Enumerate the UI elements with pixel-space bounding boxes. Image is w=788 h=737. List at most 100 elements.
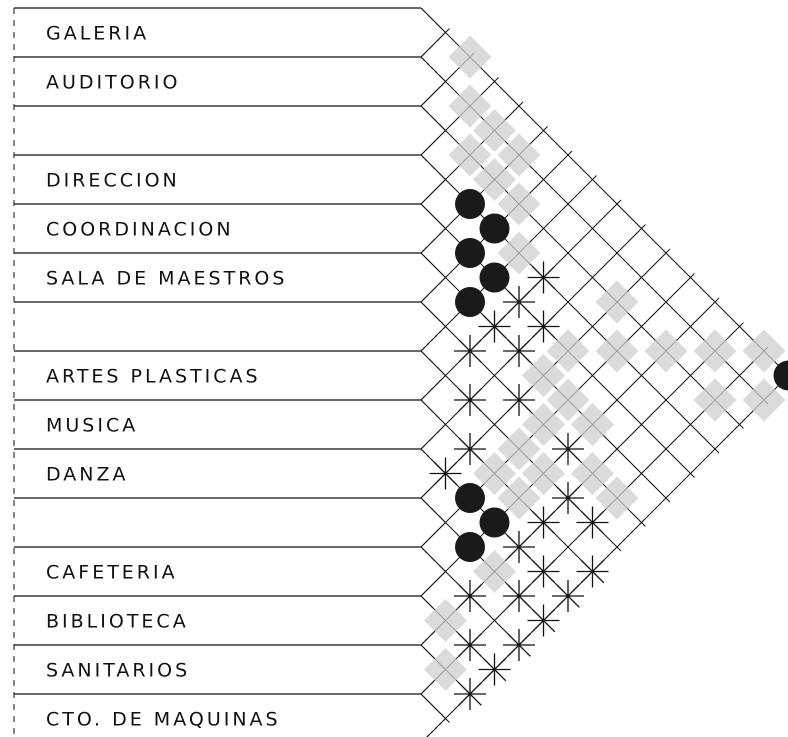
chevron-line <box>420 154 446 180</box>
row-label: AUDITORIO <box>46 72 180 94</box>
grid-line <box>445 32 788 376</box>
dot-marker <box>455 483 485 513</box>
room-labels: GALERIAAUDITORIODIRECCIONCOORDINACIONSAL… <box>13 7 421 737</box>
star-marker <box>454 433 486 465</box>
chevron-line <box>420 424 446 450</box>
chevron-line <box>420 350 446 376</box>
row-label: BIBLIOTECA <box>46 611 189 633</box>
shaded-cell <box>473 109 516 152</box>
star-marker <box>552 433 584 465</box>
chevron-line <box>420 228 446 254</box>
chevron-line <box>420 497 446 523</box>
chevron-line <box>420 32 446 58</box>
chevron-line <box>420 571 446 597</box>
shaded-cell <box>497 476 541 520</box>
chevron-line <box>420 56 446 82</box>
chevron-line <box>420 301 446 327</box>
row-label: CTO. DE MAQUINAS <box>46 709 281 731</box>
shaded-cell <box>546 378 590 422</box>
dot-marker <box>455 532 485 562</box>
shaded-cells <box>424 35 786 691</box>
star-marker <box>527 604 560 637</box>
grid-line <box>445 28 450 33</box>
row-label: DANZA <box>46 464 129 486</box>
star-marker <box>552 580 584 612</box>
shaded-cell <box>571 403 614 446</box>
shaded-cell <box>693 329 737 373</box>
shaded-cell <box>522 403 565 446</box>
dot-marker <box>773 360 788 391</box>
dot-marker <box>479 507 510 538</box>
shaded-cell <box>448 84 492 128</box>
star-marker <box>503 286 535 318</box>
chevron-line <box>420 546 446 572</box>
shaded-cell <box>522 354 565 397</box>
chevron-line <box>420 179 446 205</box>
chevron-line <box>420 203 446 229</box>
shaded-cell <box>497 133 541 177</box>
shaded-cell <box>522 452 565 495</box>
star-markers <box>429 261 609 710</box>
shaded-cell <box>742 378 786 422</box>
star-marker <box>503 531 535 563</box>
row-label: MUSICA <box>46 415 138 437</box>
shaded-cell <box>546 329 590 373</box>
star-marker <box>454 629 486 661</box>
chevron-line <box>420 252 446 278</box>
star-marker <box>527 555 560 588</box>
star-marker <box>503 580 535 612</box>
row-label: SANITARIOS <box>46 660 190 682</box>
shaded-cell <box>497 182 541 226</box>
row-label: CAFETERIA <box>46 562 178 584</box>
shaded-cell <box>473 158 516 201</box>
shaded-cell <box>448 133 492 177</box>
star-marker <box>576 506 609 539</box>
star-marker <box>478 653 511 686</box>
star-marker <box>527 506 560 539</box>
star-marker <box>454 335 486 367</box>
dot-marker <box>455 189 485 219</box>
star-marker <box>503 335 535 367</box>
shaded-cell <box>424 599 467 642</box>
chevron-line <box>420 399 446 425</box>
star-marker <box>454 580 486 612</box>
row-label: SALA DE MAESTROS <box>46 268 287 290</box>
dot-markers <box>455 189 788 562</box>
star-marker <box>454 678 486 710</box>
shaded-cell <box>571 452 614 495</box>
chevron-line <box>420 105 446 131</box>
shaded-cell <box>644 329 688 373</box>
star-marker <box>454 384 486 416</box>
shaded-cell <box>742 329 786 373</box>
shaded-cell <box>473 550 516 593</box>
row-label: ARTES PLASTICAS <box>46 366 261 388</box>
shaded-cell <box>693 378 737 422</box>
chevron-line <box>426 718 446 737</box>
dot-marker <box>479 262 510 293</box>
star-marker <box>478 310 511 343</box>
row-label: COORDINACION <box>46 219 234 241</box>
star-marker <box>552 482 584 514</box>
shaded-cell <box>424 648 467 691</box>
shaded-cell <box>473 452 516 495</box>
shaded-cell <box>595 329 639 373</box>
star-marker <box>527 310 560 343</box>
star-marker <box>503 629 535 661</box>
chevron-line <box>420 7 446 33</box>
dot-marker <box>455 238 485 268</box>
shaded-cell <box>497 231 541 275</box>
shaded-cell <box>448 35 492 79</box>
chevron-line <box>420 81 446 107</box>
star-marker <box>429 457 462 490</box>
chevron-line <box>420 522 446 548</box>
chevron-line <box>420 375 446 401</box>
shaded-cell <box>595 476 639 520</box>
chevron-line <box>420 326 446 352</box>
dot-marker <box>479 213 510 244</box>
chevron-line <box>420 693 446 719</box>
chevron-line <box>420 130 446 156</box>
star-marker <box>527 261 560 294</box>
chevron-line <box>420 277 446 303</box>
row-label: DIRECCION <box>46 170 180 192</box>
